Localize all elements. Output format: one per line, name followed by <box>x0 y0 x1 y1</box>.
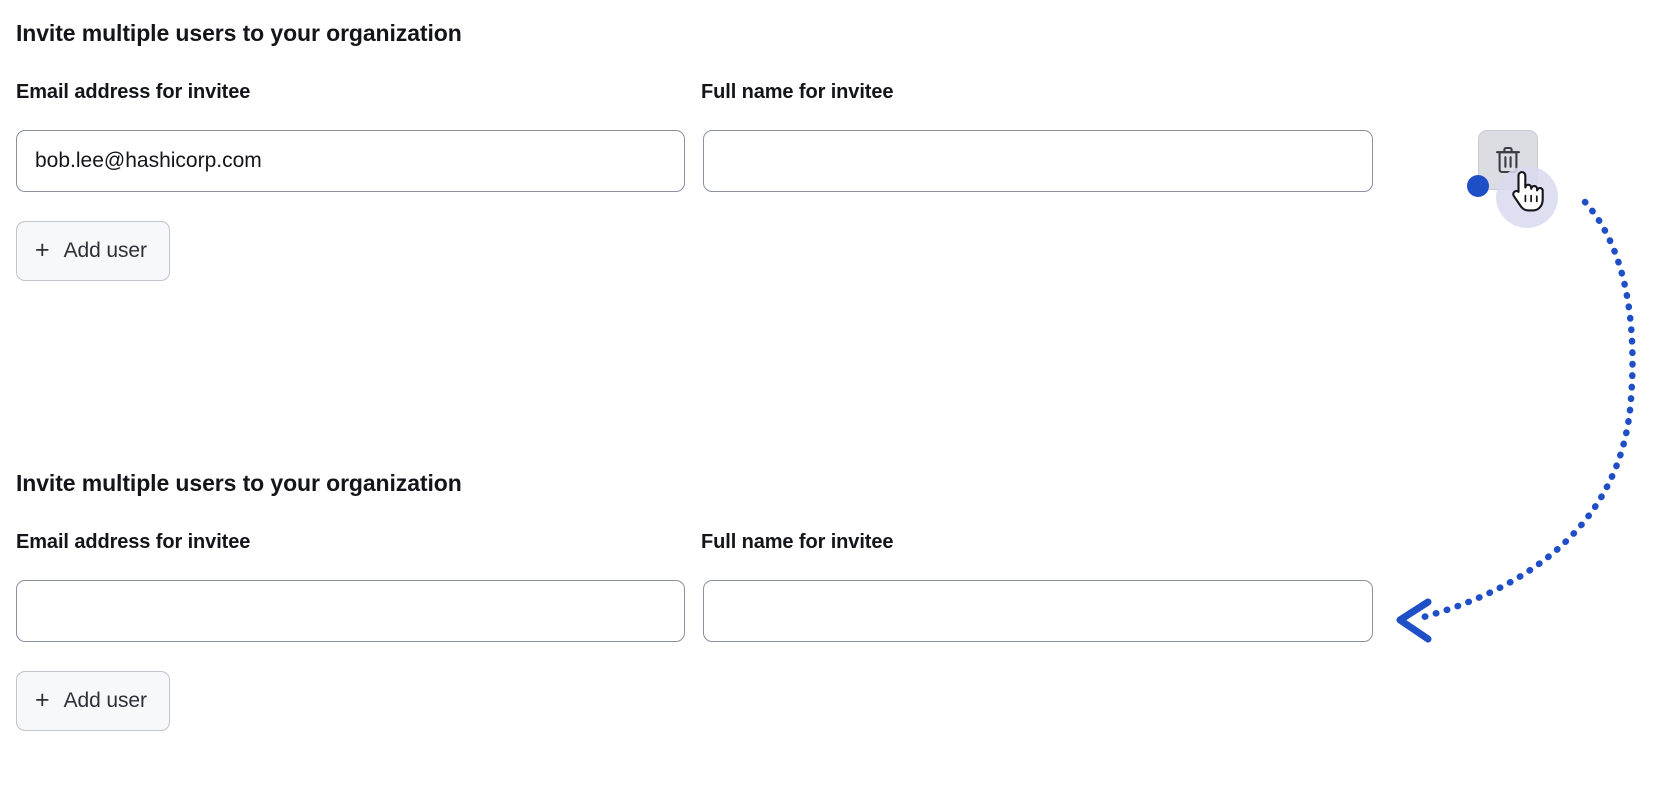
email-input[interactable] <box>16 130 685 192</box>
trash-icon <box>1494 145 1522 175</box>
fullname-field-label: Full name for invitee <box>701 81 894 103</box>
fullname-field-label: Full name for invitee <box>701 531 894 553</box>
email-field-label: Email address for invitee <box>16 531 251 553</box>
add-user-button[interactable]: + Add user <box>16 221 170 281</box>
fullname-input[interactable] <box>703 580 1373 642</box>
email-input[interactable] <box>16 580 685 642</box>
page-title: Invite multiple users to your organizati… <box>16 470 462 496</box>
fullname-input[interactable] <box>703 130 1373 192</box>
add-user-button-label: Add user <box>63 689 147 712</box>
plus-icon: + <box>35 235 50 264</box>
email-field-label: Email address for invitee <box>16 81 251 103</box>
page-title: Invite multiple users to your organizati… <box>16 20 462 46</box>
plus-icon: + <box>35 685 50 714</box>
add-user-button-label: Add user <box>63 239 147 262</box>
add-user-button[interactable]: + Add user <box>16 671 170 731</box>
delete-invitee-button[interactable] <box>1478 130 1538 190</box>
